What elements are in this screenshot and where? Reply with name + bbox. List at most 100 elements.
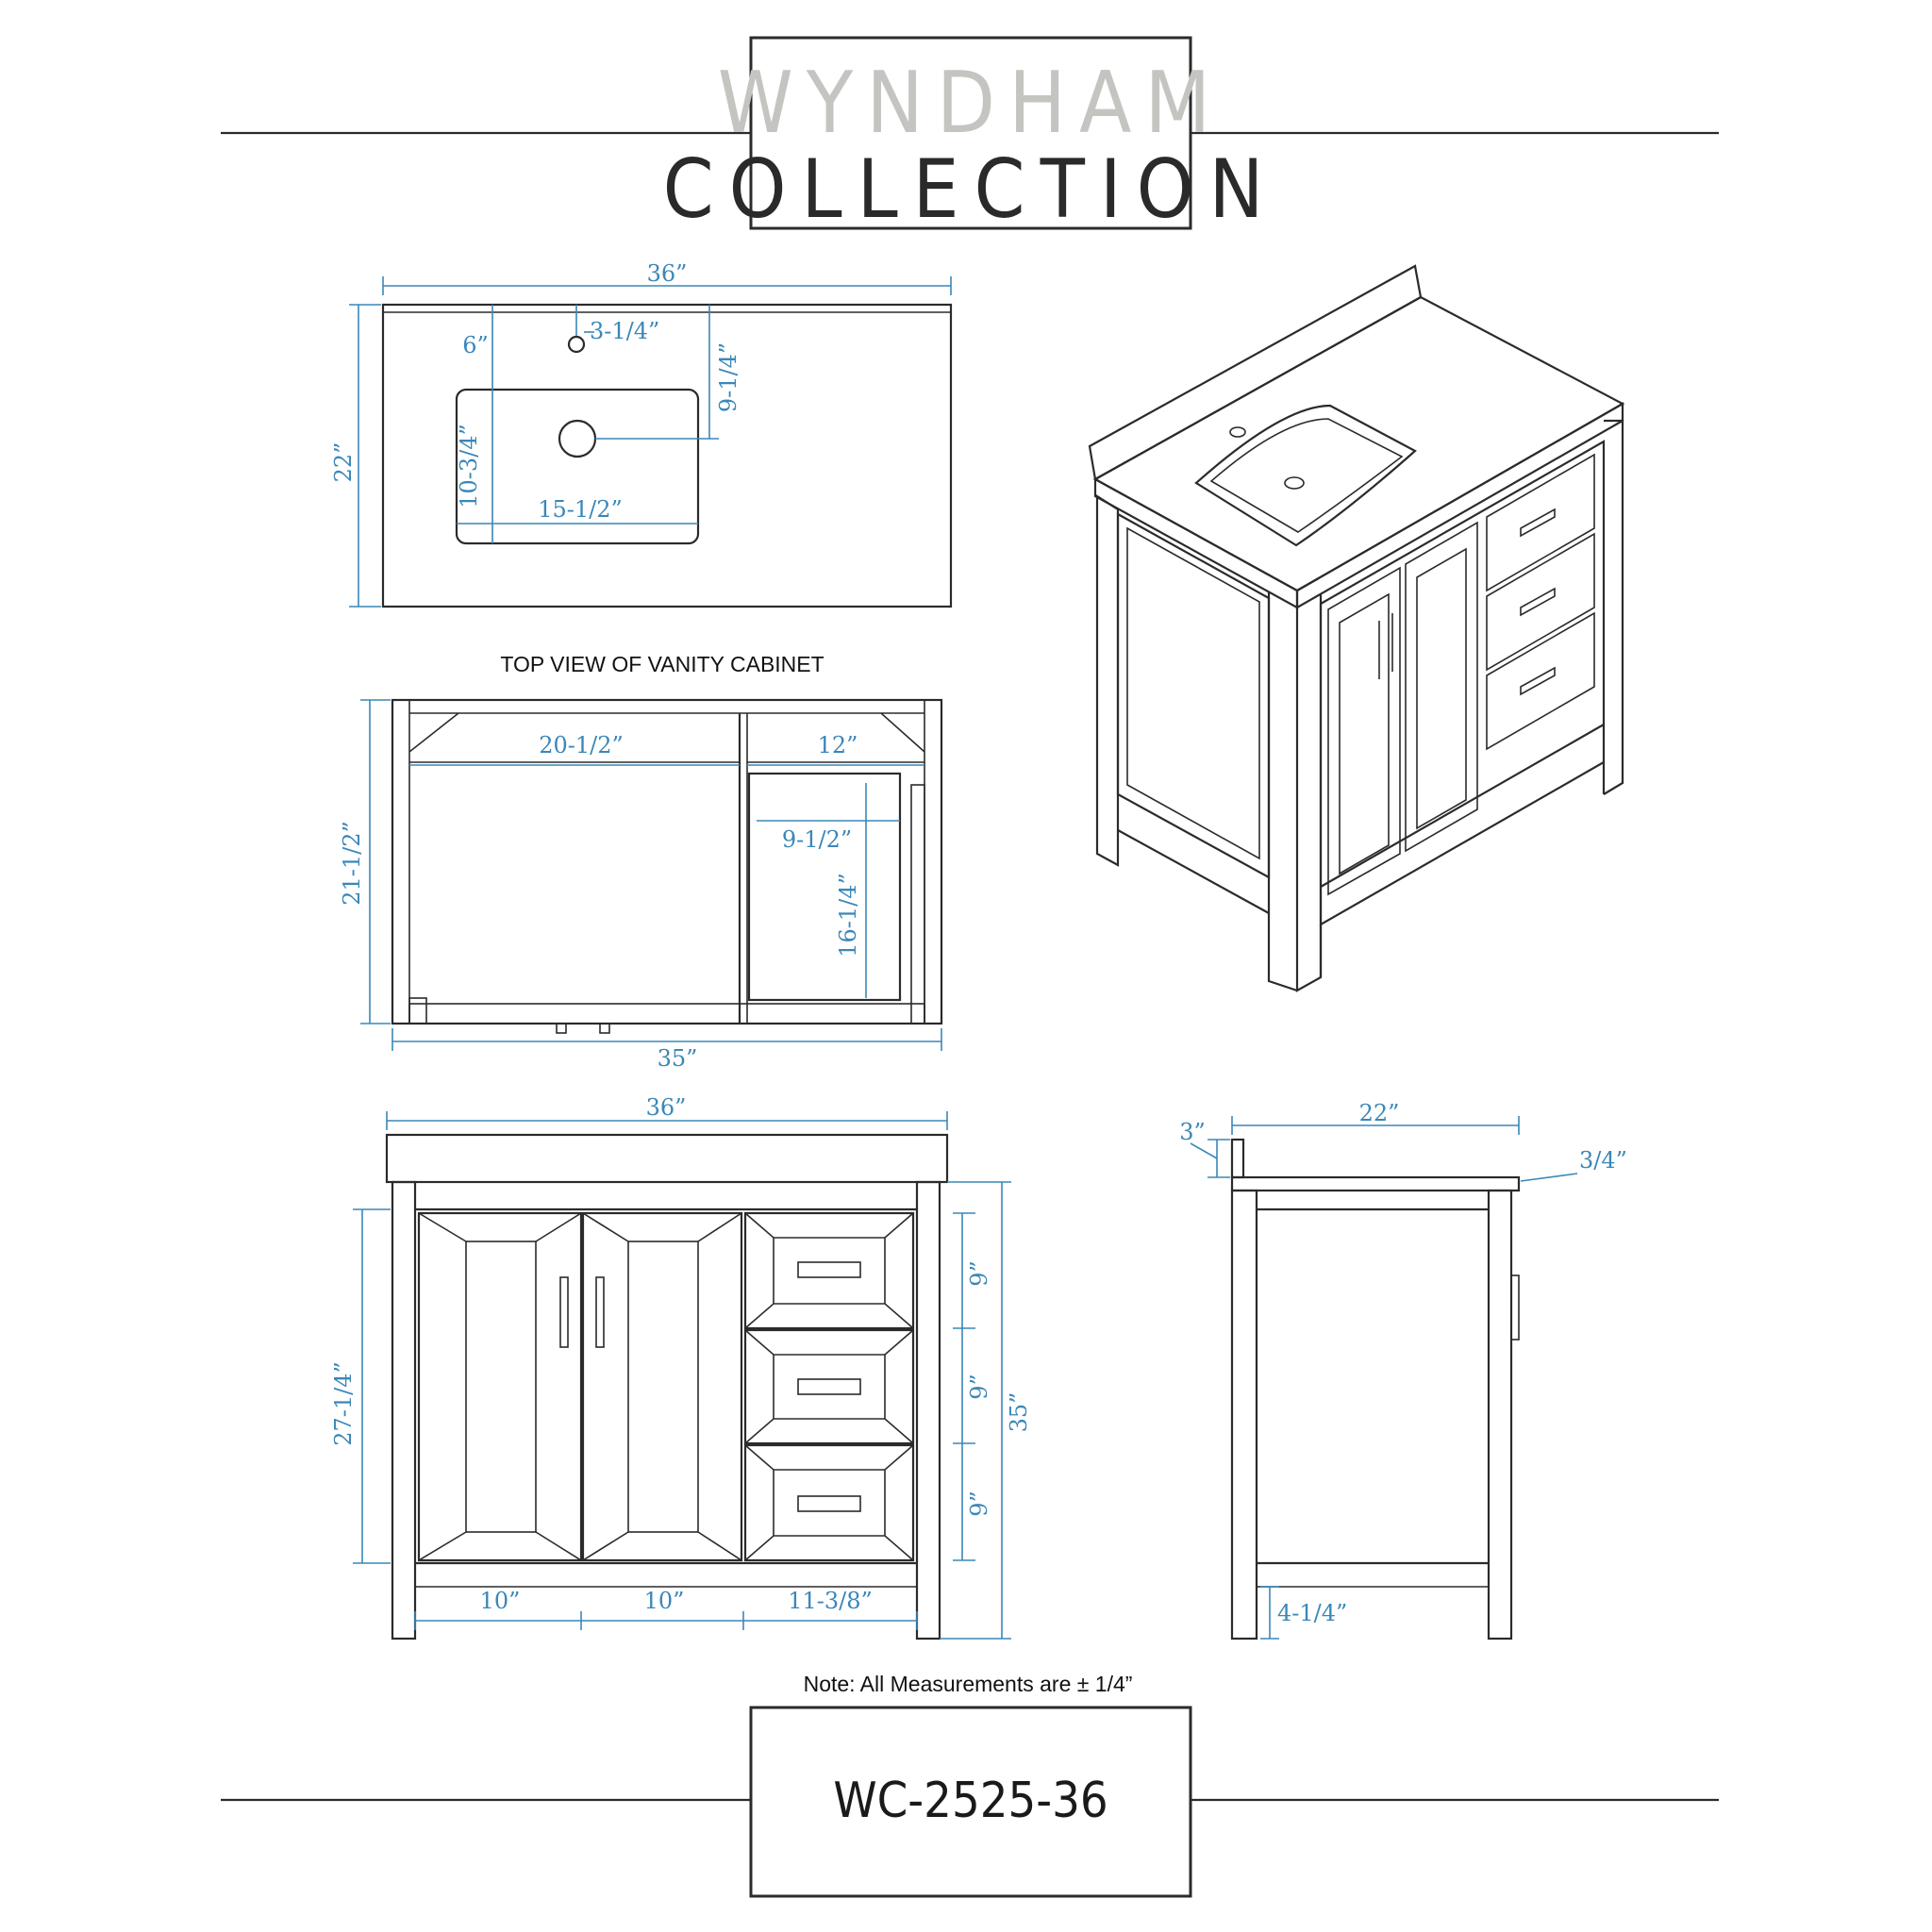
- dim-top-width: 36”: [647, 260, 688, 287]
- sink-outline: [455, 388, 700, 545]
- front-drawer-3-bevel: [744, 1444, 914, 1561]
- dim-door-height: 27-1/4”: [330, 1361, 357, 1446]
- iso-door-handles: [1378, 613, 1393, 679]
- cabinet-outline: [391, 698, 943, 1025]
- front-drawer-1-bevel: [744, 1212, 914, 1329]
- front-drawer-2: [743, 1328, 915, 1445]
- side-front-leg: [1487, 1189, 1513, 1641]
- front-drawer-3: [743, 1443, 915, 1562]
- faucet-hole: [567, 335, 586, 354]
- dim-bottom-width-1: 10”: [480, 1588, 521, 1614]
- iso-countertop-side-edge: [1093, 477, 1299, 609]
- iso-drawer-pulls: [1520, 508, 1556, 696]
- brand-line-2: COLLECTION: [663, 142, 1279, 237]
- dim-drawer-3-height: 9”: [966, 1491, 992, 1517]
- front-countertop: [385, 1133, 949, 1184]
- iso-door-right: [1405, 521, 1478, 853]
- rear-corner-block: [408, 997, 427, 1024]
- iso-sink-inner: [1209, 418, 1404, 533]
- front-view: 36” 27-1/4” 9” 9” 9” 35” 10” 10” 11-3/8”: [330, 1094, 1032, 1641]
- brand-logo-box: [749, 36, 1192, 230]
- dim-top-depth: 22”: [330, 442, 357, 483]
- front-door-right-bevels: [582, 1212, 742, 1561]
- dim-drawer-2-height: 9”: [966, 1374, 992, 1400]
- front-drawer-1-pull: [797, 1261, 861, 1278]
- iso-drain: [1284, 476, 1305, 490]
- dim-cabinet-width: 35”: [658, 1045, 698, 1072]
- front-rail: [408, 1003, 925, 1024]
- dim-top-thickness: 3/4”: [1579, 1147, 1627, 1174]
- front-door-handle-right: [595, 1276, 605, 1348]
- iso-left-back-leg: [1095, 493, 1120, 867]
- door-knob-right: [599, 1023, 610, 1034]
- dim-faucet-hole: 3-1/4”: [590, 318, 659, 344]
- dim-drawer-width: 9-1/2”: [782, 826, 852, 853]
- model-number: WC-2525-36: [833, 1773, 1108, 1829]
- iso-door-left-panel: [1339, 592, 1390, 875]
- front-door-left-panel: [465, 1241, 537, 1533]
- side-back-leg: [1230, 1189, 1258, 1641]
- iso-front-left-leg-side: [1267, 592, 1298, 992]
- dim-faucet-offset: 6”: [462, 332, 489, 358]
- front-drawer-1: [743, 1211, 915, 1330]
- dim-bottom-width-2: 10”: [644, 1588, 685, 1614]
- dim-drawer-depth: 16-1/4”: [835, 873, 861, 958]
- dim-toe-height: 4-1/4”: [1277, 1600, 1347, 1626]
- side-backsplash: [1230, 1138, 1245, 1179]
- drawer-box: [747, 772, 902, 1002]
- iso-countertop-edge: [1295, 402, 1624, 609]
- right-side-panel: [924, 699, 942, 1024]
- door-knob-left: [556, 1023, 567, 1034]
- countertop-outline: [381, 303, 953, 608]
- drain-hole: [558, 419, 597, 458]
- front-left-leg: [391, 1180, 417, 1641]
- front-door-right-panel: [627, 1241, 699, 1533]
- dim-side-depth: 22”: [1359, 1100, 1400, 1126]
- dim-backsplash-height: 3”: [1179, 1119, 1206, 1145]
- side-countertop: [1230, 1175, 1521, 1192]
- iso-faucet-hole: [1229, 426, 1246, 438]
- measurement-note: Note: All Measurements are ± 1/4”: [804, 1672, 1133, 1696]
- iso-front-left-leg: [1295, 594, 1323, 992]
- drawer-slide: [910, 784, 925, 1024]
- iso-toe-kick: [1319, 724, 1606, 977]
- side-door-handle: [1510, 1274, 1520, 1341]
- dim-front-width: 36”: [646, 1094, 687, 1121]
- dim-drawer-1-height: 9”: [966, 1260, 992, 1287]
- iso-door-right-panel: [1416, 547, 1467, 830]
- header: WYNDHAM COLLECTION: [221, 36, 1719, 237]
- front-door-left-bevels: [418, 1212, 582, 1561]
- brand-line-1: WYNDHAM: [718, 54, 1224, 153]
- dim-total-height: 35”: [1006, 1392, 1032, 1433]
- front-right-leg: [915, 1180, 941, 1641]
- dim-sink-depth: 10-3/4”: [456, 424, 482, 508]
- iso-side-panel: [1116, 512, 1271, 879]
- iso-right-leg: [1603, 419, 1624, 795]
- front-door-left: [417, 1211, 583, 1562]
- top-view: 36” 22” 6” 3-1/4” 9-1/4” 10-3/4” 15-1/2”: [330, 260, 953, 608]
- dim-left-compartment: 20-1/2”: [539, 732, 624, 758]
- iso-side-toe-rail: [1117, 829, 1270, 914]
- dim-sink-width: 15-1/2”: [538, 496, 623, 523]
- dim-right-compartment: 12”: [818, 732, 858, 758]
- corner-braces: [408, 712, 925, 763]
- iso-side-panel-inset: [1126, 526, 1260, 860]
- iso-drawer-1: [1486, 453, 1595, 592]
- front-drawer-2-bevel: [744, 1329, 914, 1444]
- iso-drawer-3: [1486, 611, 1595, 751]
- isometric-view: [1088, 264, 1625, 992]
- iso-door-left: [1327, 566, 1401, 896]
- front-drawer-2-pull: [797, 1378, 861, 1395]
- front-drawer-3-pull: [797, 1495, 861, 1512]
- front-door-handle-left: [559, 1276, 569, 1348]
- iso-sink: [1194, 404, 1417, 547]
- side-view: 22” 3” 3/4” 4-1/4”: [1179, 1100, 1627, 1641]
- model-number-box: [749, 1706, 1192, 1898]
- footer: Note: All Measurements are ± 1/4” WC-252…: [221, 1672, 1719, 1898]
- dim-bottom-width-3: 11-3/8”: [788, 1588, 873, 1614]
- cabinet-top-view: TOP VIEW OF VANITY CABINET 20-1/2” 12” 9…: [339, 652, 943, 1072]
- front-door-right: [581, 1211, 743, 1562]
- dim-cabinet-depth: 21-1/2”: [339, 821, 365, 906]
- cabinet-top-view-caption: TOP VIEW OF VANITY CABINET: [500, 652, 824, 676]
